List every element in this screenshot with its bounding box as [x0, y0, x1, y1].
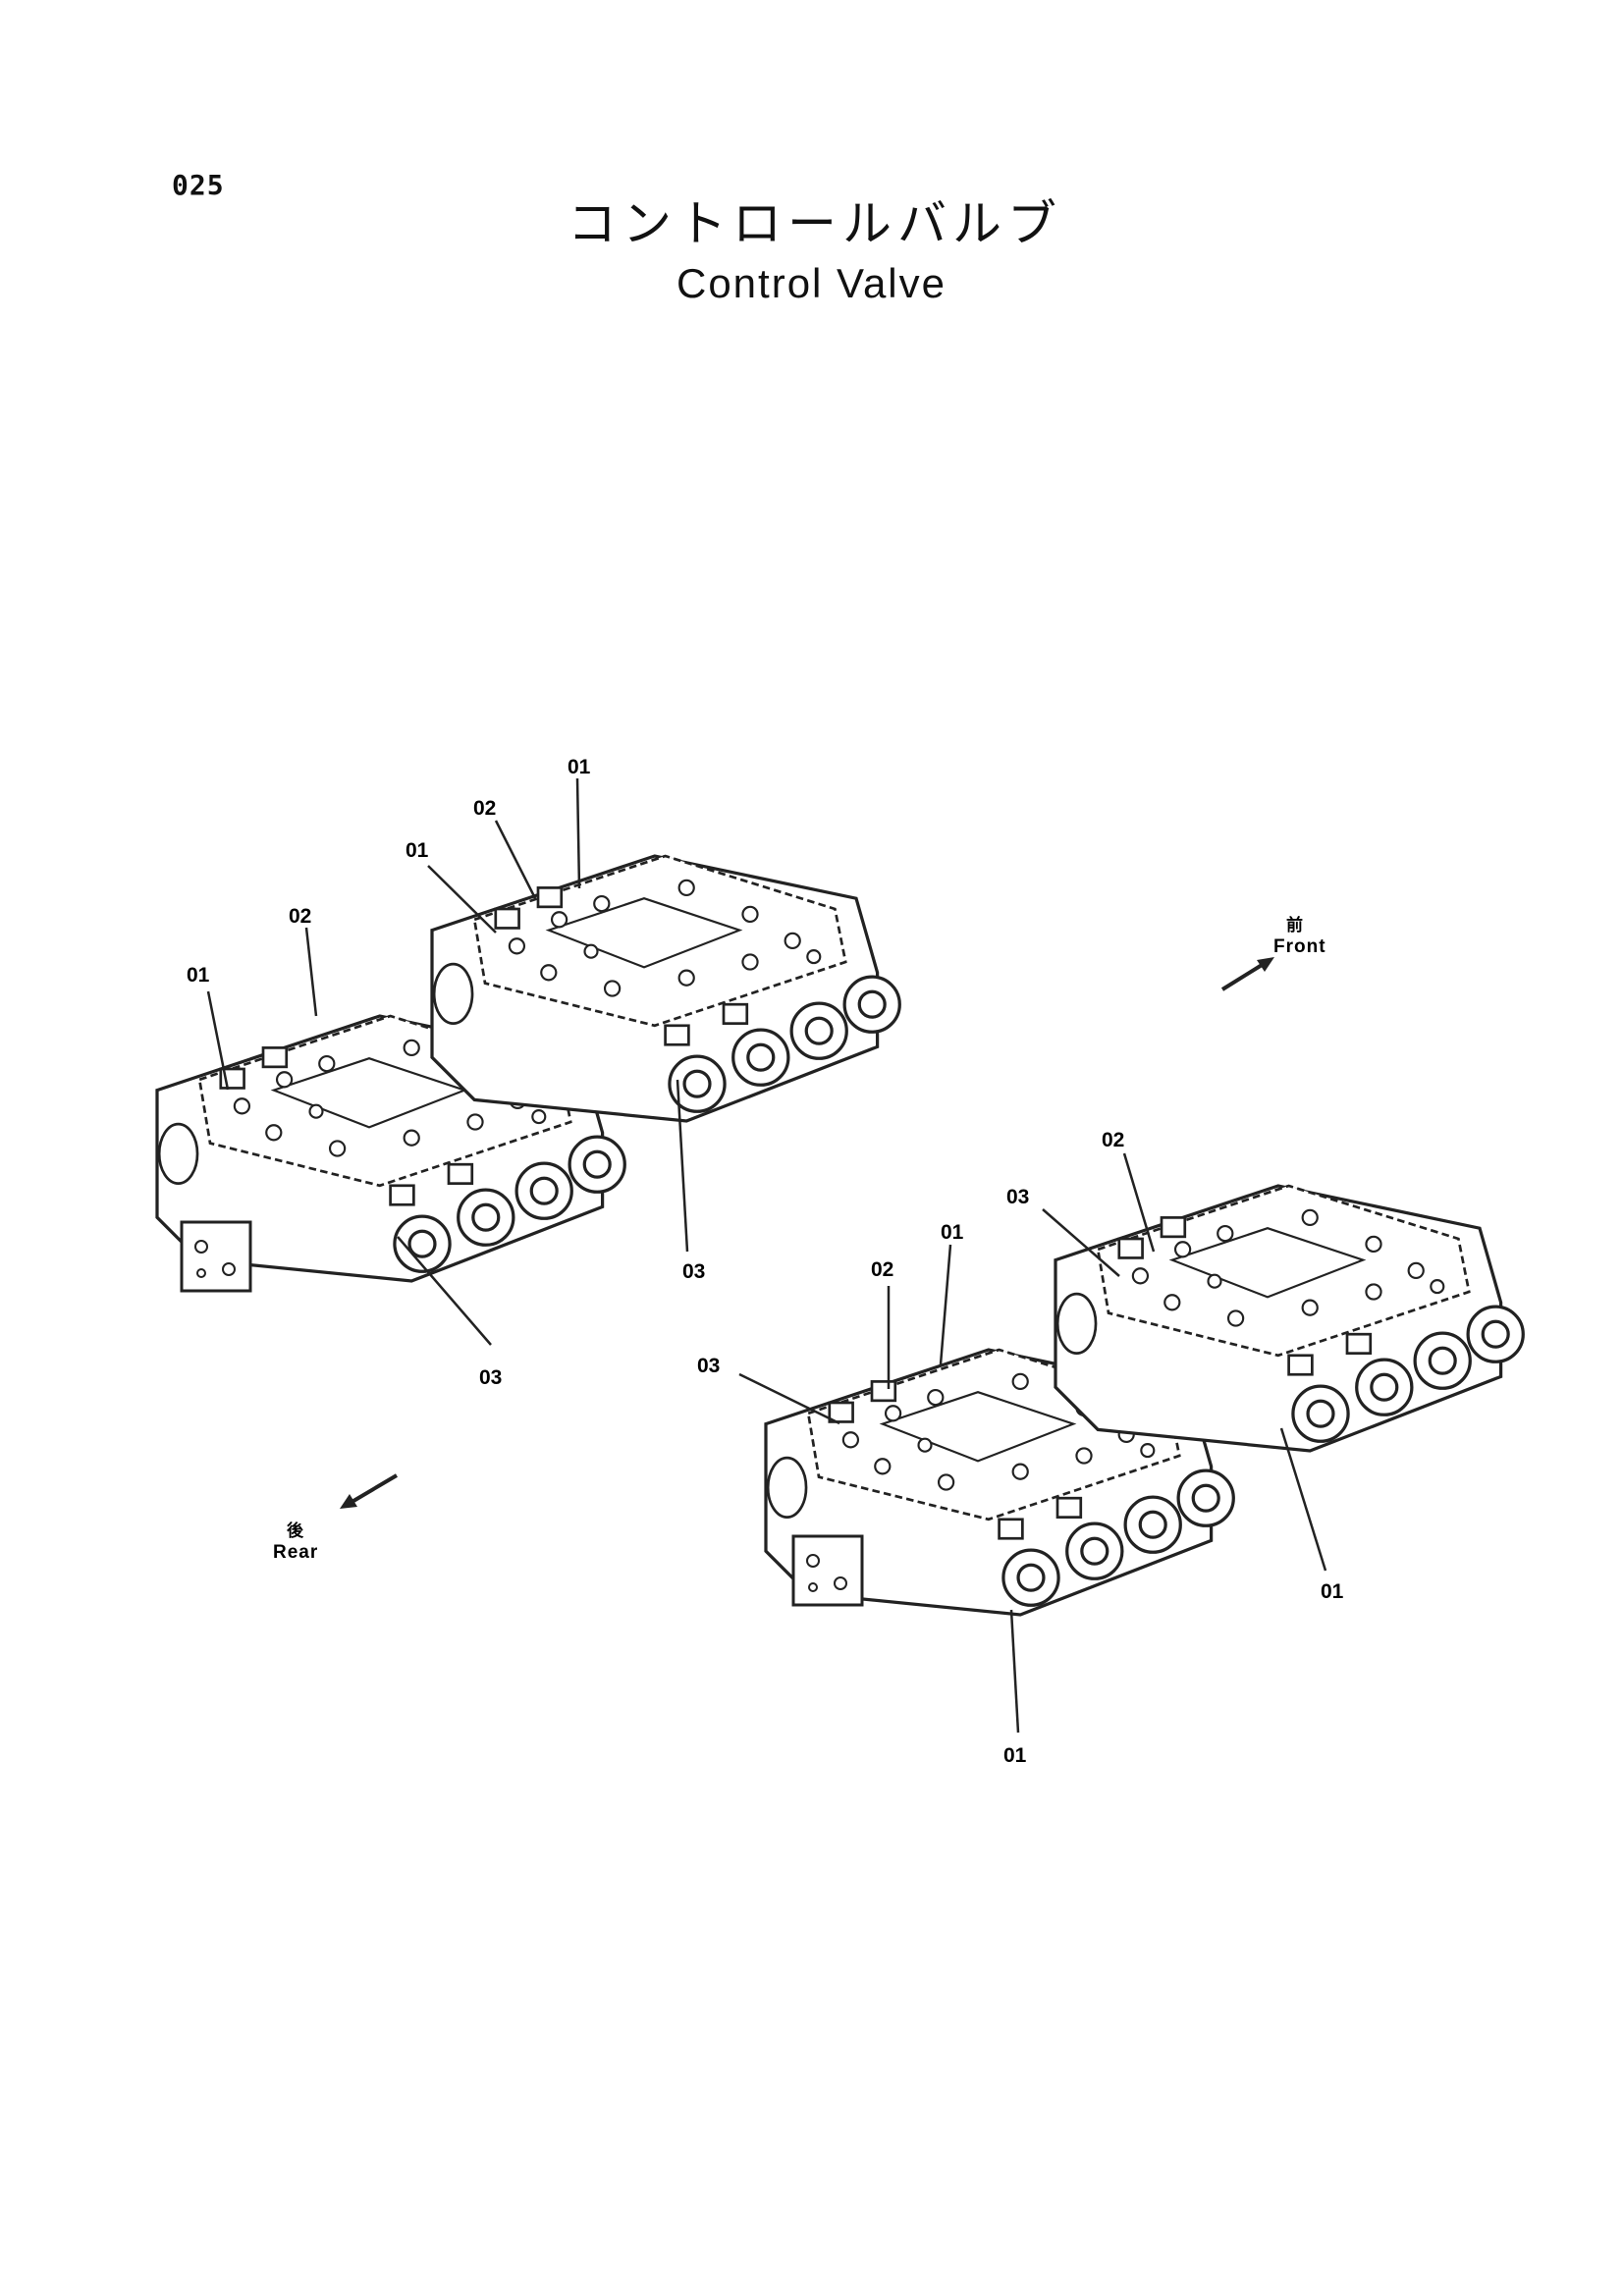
front-label-en: Front [1273, 936, 1326, 957]
callout-02: 02 [871, 1258, 893, 1281]
callout-03: 03 [697, 1355, 720, 1377]
callout-01: 01 [187, 964, 210, 987]
rear-label-en: Rear [273, 1542, 318, 1563]
leader-lines [206, 777, 1327, 1734]
valve-1-side-block [180, 1220, 252, 1293]
callout-01: 01 [1003, 1744, 1027, 1767]
callout-03: 03 [1006, 1186, 1029, 1208]
callout-01: 01 [406, 839, 429, 862]
valve-3-side-block [791, 1534, 864, 1607]
page-number: 025 [172, 169, 225, 201]
callout-03: 03 [479, 1366, 502, 1389]
callout-01: 01 [568, 756, 591, 778]
title-block: コントロールバルブ Control Valve [0, 194, 1623, 312]
title-english: Control Valve [676, 260, 947, 306]
front-label-jp: 前 [1286, 915, 1303, 935]
control-valve-4 [1054, 1184, 1525, 1453]
control-valve-2 [430, 854, 901, 1123]
callout-01: 01 [941, 1221, 964, 1244]
title-japanese: コントロールバルブ [568, 195, 1062, 252]
callout-02: 02 [289, 905, 311, 928]
rear-label-jp: 後 [287, 1521, 304, 1541]
front-arrow-icon [1220, 957, 1274, 991]
callout-01: 01 [1321, 1580, 1344, 1603]
callout-03: 03 [682, 1260, 705, 1283]
callout-02: 02 [1102, 1129, 1124, 1151]
rear-arrow-icon [340, 1473, 399, 1509]
callout-02: 02 [473, 797, 496, 820]
